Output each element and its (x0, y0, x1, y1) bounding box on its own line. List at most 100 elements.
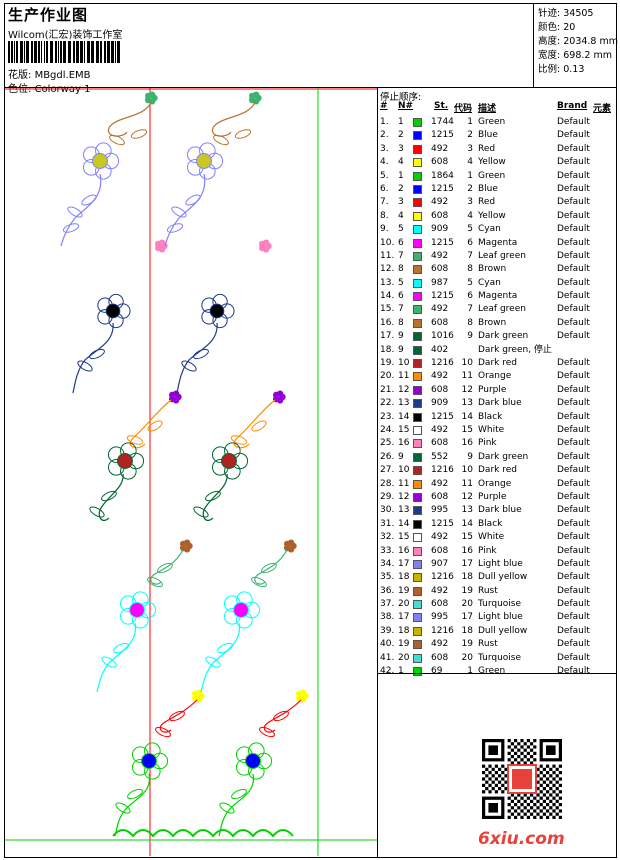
row-stitches: 608 (431, 652, 449, 663)
row-code: 14 (461, 411, 473, 422)
row-brand: Default (557, 371, 590, 382)
watermark-text: 6xiu.com (478, 829, 565, 849)
color-swatch (413, 171, 422, 181)
row-index: 2. (380, 130, 389, 141)
row-description: Dark blue (478, 398, 522, 409)
row-description: Light blue (478, 558, 523, 569)
row-needle: 18 (398, 572, 410, 583)
row-needle: 20 (398, 652, 410, 663)
color-swatch (413, 533, 422, 543)
table-header: # N# St. 代码 描述 Brand 元素 (378, 101, 617, 114)
row-brand: Default (557, 572, 590, 583)
row-index: 12. (380, 264, 395, 275)
row-stitches: 492 (431, 197, 449, 208)
row-brand: Default (557, 358, 590, 369)
row-description: Dark green (478, 451, 529, 462)
row-description: Dark red (478, 465, 517, 476)
row-index: 8. (380, 210, 389, 221)
color-swatch (413, 225, 422, 235)
row-brand: Default (557, 451, 590, 462)
stat-height: 高度: 2034.8 mm (538, 36, 619, 47)
row-index: 25. (380, 438, 395, 449)
row-description: Blue (478, 130, 498, 141)
row-code: 10 (461, 465, 473, 476)
row-description: Magenta (478, 291, 518, 302)
row-description: Dark green (478, 331, 529, 342)
row-code: 2 (467, 130, 473, 141)
row-code: 3 (467, 197, 473, 208)
company-name: Wilcom(汇宏)装饰工作室 (8, 30, 123, 41)
file-label: 花版: (8, 70, 32, 81)
color-swatch (413, 211, 422, 221)
motif-column-right (164, 91, 309, 837)
row-stitches: 1216 (431, 358, 454, 369)
row-index: 9. (380, 224, 389, 235)
row-code: 8 (467, 317, 473, 328)
row-code: 3 (467, 143, 473, 154)
row-stitches: 492 (431, 585, 449, 596)
row-code: 13 (461, 398, 473, 409)
row-needle: 11 (398, 371, 410, 382)
row-stitches: 995 (431, 505, 449, 516)
row-description: Leaf green (478, 250, 526, 261)
color-swatch (413, 385, 422, 395)
row-needle: 7 (398, 304, 404, 315)
color-swatch (413, 198, 422, 208)
row-code: 8 (467, 264, 473, 275)
row-brand: Default (557, 331, 590, 342)
row-description: Dark green, 停止 (478, 344, 552, 355)
row-needle: 10 (398, 465, 410, 476)
row-needle: 11 (398, 478, 410, 489)
row-brand: Default (557, 250, 590, 261)
color-swatch (413, 118, 422, 127)
row-needle: 4 (398, 157, 404, 168)
color-swatch (413, 600, 422, 610)
row-code: 19 (461, 585, 473, 596)
row-stitches: 1216 (431, 572, 454, 583)
color-swatch (413, 466, 422, 476)
color-swatch (413, 519, 422, 529)
row-code: 1 (467, 117, 473, 127)
row-needle: 19 (398, 639, 410, 650)
row-stitches: 492 (431, 304, 449, 315)
row-stitches: 492 (431, 250, 449, 261)
row-description: Black (478, 518, 503, 529)
row-brand: Default (557, 384, 590, 395)
row-brand: Default (557, 491, 590, 502)
row-needle: 6 (398, 237, 404, 248)
row-index: 30. (380, 505, 395, 516)
row-code: 20 (461, 599, 473, 610)
color-swatch (413, 305, 422, 315)
row-code: 5 (467, 277, 473, 288)
row-description: Magenta (478, 237, 518, 248)
row-index: 40. (380, 639, 395, 650)
row-description: Light blue (478, 612, 523, 623)
color-swatch (413, 479, 422, 489)
row-brand: Default (557, 558, 590, 569)
row-index: 39. (380, 625, 395, 636)
row-index: 29. (380, 491, 395, 502)
row-stitches: 1215 (431, 237, 454, 248)
row-brand: Default (557, 585, 590, 596)
row-index: 4. (380, 157, 389, 168)
row-description: Rust (478, 639, 498, 650)
row-description: Turquoise (478, 599, 522, 610)
row-needle: 8 (398, 317, 404, 328)
file-line: 花版: MBgdl.EMB (8, 66, 91, 81)
